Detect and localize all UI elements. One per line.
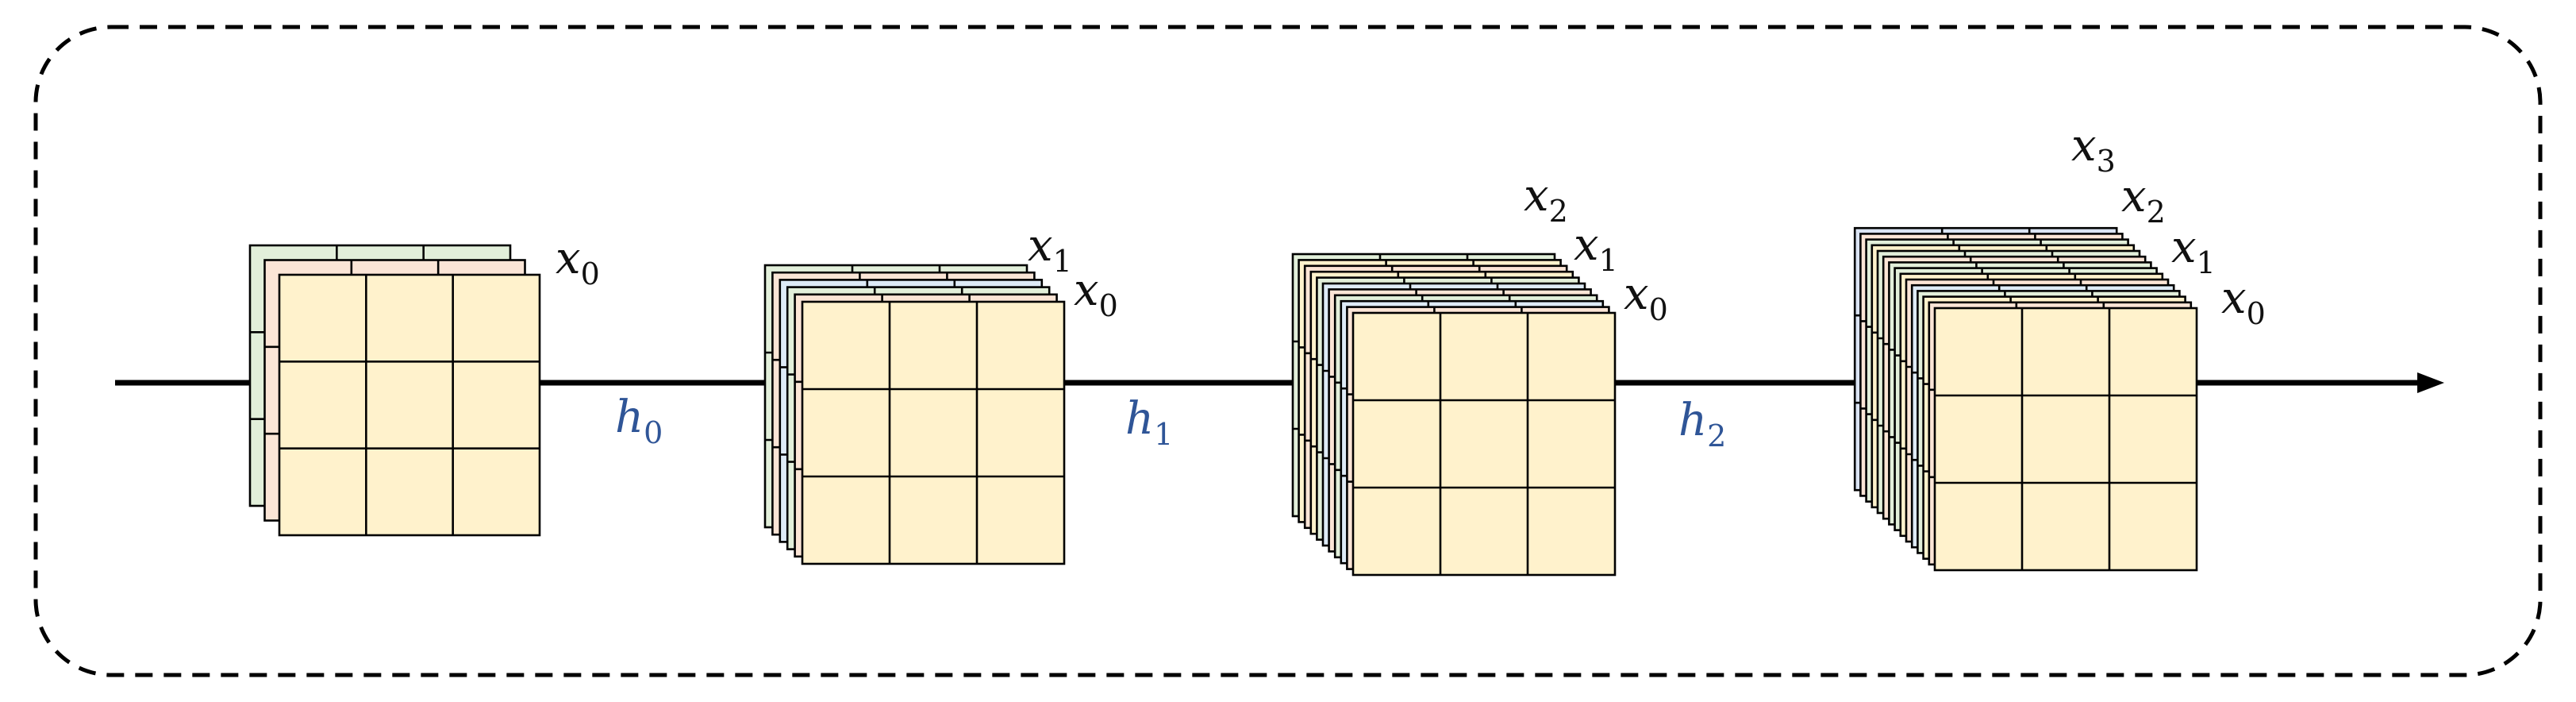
stage-2-label-0: x2 — [1524, 170, 1568, 229]
grid-layer-fill — [801, 300, 1066, 565]
grid-layer — [278, 273, 541, 537]
label-base: x — [1574, 219, 1599, 271]
label-sub: 1 — [1599, 243, 1618, 278]
grid-layer — [1351, 311, 1617, 577]
label-sub: 2 — [1549, 194, 1568, 229]
stage-1-label-1: x0 — [1074, 264, 1118, 323]
label-base: x — [2121, 171, 2147, 222]
stage-3-label-3: x0 — [2221, 272, 2266, 331]
label-sub: 2 — [2147, 195, 2166, 230]
stage-0: x0 — [248, 233, 600, 537]
label-sub: 1 — [1154, 417, 1173, 452]
stage-3-label-2: x1 — [2171, 222, 2216, 280]
label-base: x — [556, 233, 581, 284]
label-base: x — [2221, 272, 2247, 324]
label-base: x — [1074, 264, 1099, 316]
dashed-frame — [33, 25, 2543, 677]
stage-3-label-1: x2 — [2121, 171, 2166, 230]
label-sub: 0 — [2247, 296, 2266, 331]
label-base: x — [2171, 222, 2197, 273]
arrowhead-icon — [2417, 372, 2444, 393]
stage-3-label-0: x3 — [2071, 120, 2116, 179]
grid-layer — [1933, 307, 2198, 572]
stage-0-label-0: x0 — [556, 233, 600, 291]
label-base: x — [1524, 170, 1549, 222]
grid-layer-fill — [278, 273, 541, 537]
grid-layer-fill — [1933, 307, 2198, 572]
grid-layer-fill — [1351, 311, 1617, 577]
label-base: h — [1125, 393, 1154, 445]
label-base: x — [1624, 268, 1649, 320]
label-sub: 2 — [1707, 418, 1726, 453]
grid-layer — [801, 300, 1066, 565]
label-base: h — [615, 392, 644, 443]
label-sub: 0 — [581, 256, 600, 291]
connector-label-2: h2 — [1678, 395, 1726, 453]
connector-label-0: h0 — [615, 392, 663, 450]
label-sub: 0 — [1649, 292, 1668, 327]
label-sub: 1 — [2197, 245, 2216, 280]
label-sub: 3 — [2097, 144, 2116, 179]
connector-label-1: h1 — [1125, 393, 1173, 452]
label-sub: 1 — [1053, 244, 1072, 279]
label-base: x — [2071, 120, 2097, 172]
stage-2-label-1: x1 — [1574, 219, 1618, 278]
label-base: h — [1678, 395, 1707, 446]
stage-1-label-0: x1 — [1028, 220, 1072, 279]
stage-2-label-2: x0 — [1624, 268, 1668, 327]
label-sub: 0 — [1099, 288, 1118, 323]
label-sub: 0 — [644, 415, 663, 450]
label-base: x — [1028, 220, 1053, 272]
